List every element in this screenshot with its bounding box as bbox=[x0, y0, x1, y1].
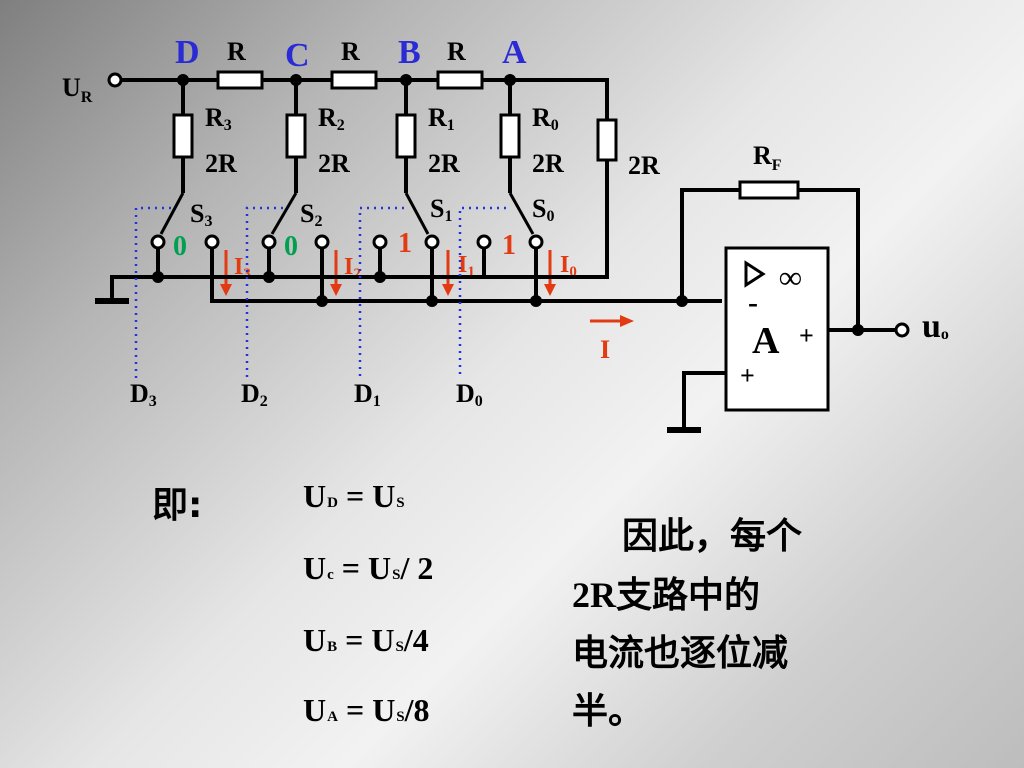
svg-text:0: 0 bbox=[284, 231, 298, 262]
feedback-resistor: RF bbox=[680, 141, 860, 330]
svg-text:I: I bbox=[600, 335, 610, 364]
svg-text:2R: 2R bbox=[628, 151, 660, 180]
branch-2: R2 2R S2 0 I2 bbox=[261, 74, 361, 307]
digit-label-2: D2 bbox=[241, 379, 268, 410]
svg-text:1: 1 bbox=[398, 228, 412, 259]
series-resistor: R bbox=[330, 37, 378, 90]
equation-line: Uc = US/ 2 bbox=[303, 550, 434, 586]
svg-text:S1: S1 bbox=[430, 194, 452, 225]
series-resistor: R bbox=[216, 37, 264, 90]
conclusion-text: 因此，每个 2R支路中的 电流也逐位减 半。 bbox=[572, 508, 862, 741]
input-terminal bbox=[107, 72, 123, 88]
series-resistor: R bbox=[436, 37, 484, 90]
svg-text:+: + bbox=[740, 361, 755, 390]
svg-text:R: R bbox=[447, 37, 466, 66]
node-label-c: C bbox=[285, 37, 310, 74]
svg-text:I2: I2 bbox=[344, 254, 361, 282]
svg-text:I0: I0 bbox=[560, 252, 577, 280]
svg-text:S3: S3 bbox=[190, 199, 212, 230]
svg-text:2R: 2R bbox=[318, 149, 350, 178]
node-label-b: B bbox=[398, 34, 421, 71]
output-label: uo bbox=[922, 308, 949, 345]
svg-text:A: A bbox=[752, 320, 780, 362]
branch-3: R3 2R S3 0 I3 bbox=[150, 74, 251, 301]
svg-text:RF: RF bbox=[753, 141, 782, 174]
conclusion-line: 电流也逐位减 bbox=[572, 633, 789, 674]
svg-text:I1: I1 bbox=[458, 252, 475, 280]
equation-line: UD = US bbox=[303, 478, 405, 514]
svg-text:-: - bbox=[748, 286, 758, 319]
equation-line: UB = US/4 bbox=[303, 622, 429, 658]
svg-text:R0: R0 bbox=[532, 103, 559, 134]
r-2r-ladder-dac-circuit: UR R R R D C B A R3 2R S3 0 bbox=[62, 34, 949, 433]
conclusion-line: 2R支路中的 bbox=[572, 575, 761, 616]
branch-1: R1 2R S1 1 I1 bbox=[372, 74, 475, 307]
branch-0: R0 2R S0 1 I0 bbox=[476, 74, 577, 307]
node-label-d: D bbox=[175, 34, 200, 71]
equation-line: UA = US/8 bbox=[303, 692, 430, 728]
digit-label-0: D0 bbox=[456, 379, 483, 410]
svg-text:I3: I3 bbox=[234, 254, 251, 282]
digit-lines bbox=[134, 206, 506, 378]
svg-text:R: R bbox=[227, 37, 246, 66]
svg-text:0: 0 bbox=[173, 231, 187, 262]
conclusion-line: 半。 bbox=[572, 691, 645, 732]
svg-text:1: 1 bbox=[502, 230, 516, 261]
svg-text:R1: R1 bbox=[428, 103, 455, 134]
equations-intro: 即: bbox=[152, 485, 203, 526]
op-amp: ∞ - A + + bbox=[667, 246, 910, 433]
summing-bus bbox=[210, 295, 722, 307]
digit-label-3: D3 bbox=[130, 379, 157, 410]
node-label-a: A bbox=[502, 34, 527, 71]
svg-text:S0: S0 bbox=[532, 194, 554, 225]
svg-text:2R: 2R bbox=[428, 149, 460, 178]
total-current-arrow: I bbox=[590, 315, 634, 364]
input-label: UR bbox=[62, 73, 93, 106]
svg-text:R: R bbox=[341, 37, 360, 66]
svg-text:S2: S2 bbox=[300, 199, 322, 230]
svg-text:+: + bbox=[799, 321, 814, 350]
svg-text:2R: 2R bbox=[205, 149, 237, 178]
conclusion-line: 因此，每个 bbox=[622, 516, 803, 557]
terminal-resistor: 2R bbox=[596, 118, 660, 279]
svg-text:R2: R2 bbox=[318, 103, 345, 134]
svg-text:∞: ∞ bbox=[779, 259, 802, 295]
digit-label-1: D1 bbox=[354, 379, 381, 410]
svg-text:2R: 2R bbox=[532, 149, 564, 178]
svg-text:R3: R3 bbox=[205, 103, 232, 134]
